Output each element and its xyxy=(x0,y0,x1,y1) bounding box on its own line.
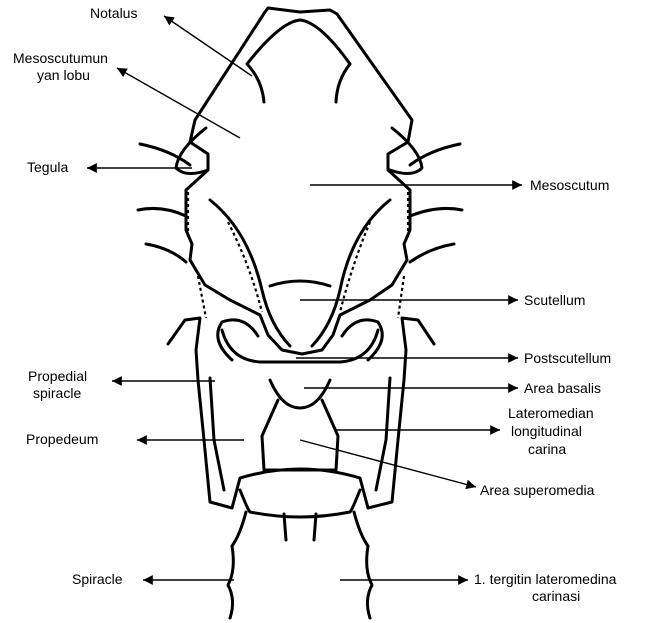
leader-lines xyxy=(87,16,522,580)
label-mesoscutum-lobe-line1: Mesoscutumun xyxy=(13,50,108,66)
scutellum-arc xyxy=(270,281,330,286)
wing-base-left-3 xyxy=(146,244,186,262)
suture-right-lower xyxy=(398,276,404,318)
leader-notalus xyxy=(164,16,252,76)
label-area-basalis: Area basalis xyxy=(524,380,601,396)
label-propedeum: Propedeum xyxy=(26,431,98,447)
area-basalis-shape xyxy=(270,380,330,408)
propodeum-inner-left xyxy=(210,378,224,490)
label-postscutellum: Postscutellum xyxy=(524,350,611,366)
label-tegula: Tegula xyxy=(27,159,68,175)
tergite-left-edge xyxy=(228,512,246,618)
label-lateromedian-line3: carina xyxy=(528,441,566,457)
label-propedial-spiracle-line2: spiracle xyxy=(33,385,81,401)
tergite-right-edge xyxy=(354,512,372,618)
notalus-right xyxy=(300,20,350,102)
wing-base-right-3 xyxy=(410,244,454,262)
tergite-carina-right xyxy=(314,514,316,540)
first-tergite-outline xyxy=(240,490,360,517)
area-superomedia-shape xyxy=(262,400,338,470)
leader-area-superomedia xyxy=(300,440,476,487)
label-area-superomedia: Area superomedia xyxy=(480,482,595,498)
label-tergite-carina-line1: 1. tergitin lateromedina xyxy=(474,571,617,587)
label-notalus: Notalus xyxy=(90,5,137,21)
wing-base-left-2 xyxy=(138,208,186,216)
label-propedial-spiracle-line1: Propedial xyxy=(28,368,87,384)
thorax-drawing xyxy=(138,8,462,618)
label-lateromedian-line2: longitudinal xyxy=(511,423,582,439)
label-lateromedian-line1: Lateromedian xyxy=(508,405,594,421)
label-spiracle: Spiracle xyxy=(72,571,123,587)
label-tergite-carina-line2: carinasi xyxy=(532,588,580,604)
label-mesoscutum-lobe-line2: yan lobu xyxy=(37,67,90,83)
mesoscutum-outline xyxy=(186,8,412,354)
propodeum-outline xyxy=(168,318,434,508)
label-mesoscutum: Mesoscutum xyxy=(530,177,609,193)
notalus-left xyxy=(247,20,300,102)
propodeum-inner-right xyxy=(376,378,390,490)
label-scutellum: Scutellum xyxy=(524,292,585,308)
wing-base-right-2 xyxy=(410,208,462,216)
tergite-carina-left xyxy=(284,514,286,540)
postscutellum-outline xyxy=(222,330,378,362)
